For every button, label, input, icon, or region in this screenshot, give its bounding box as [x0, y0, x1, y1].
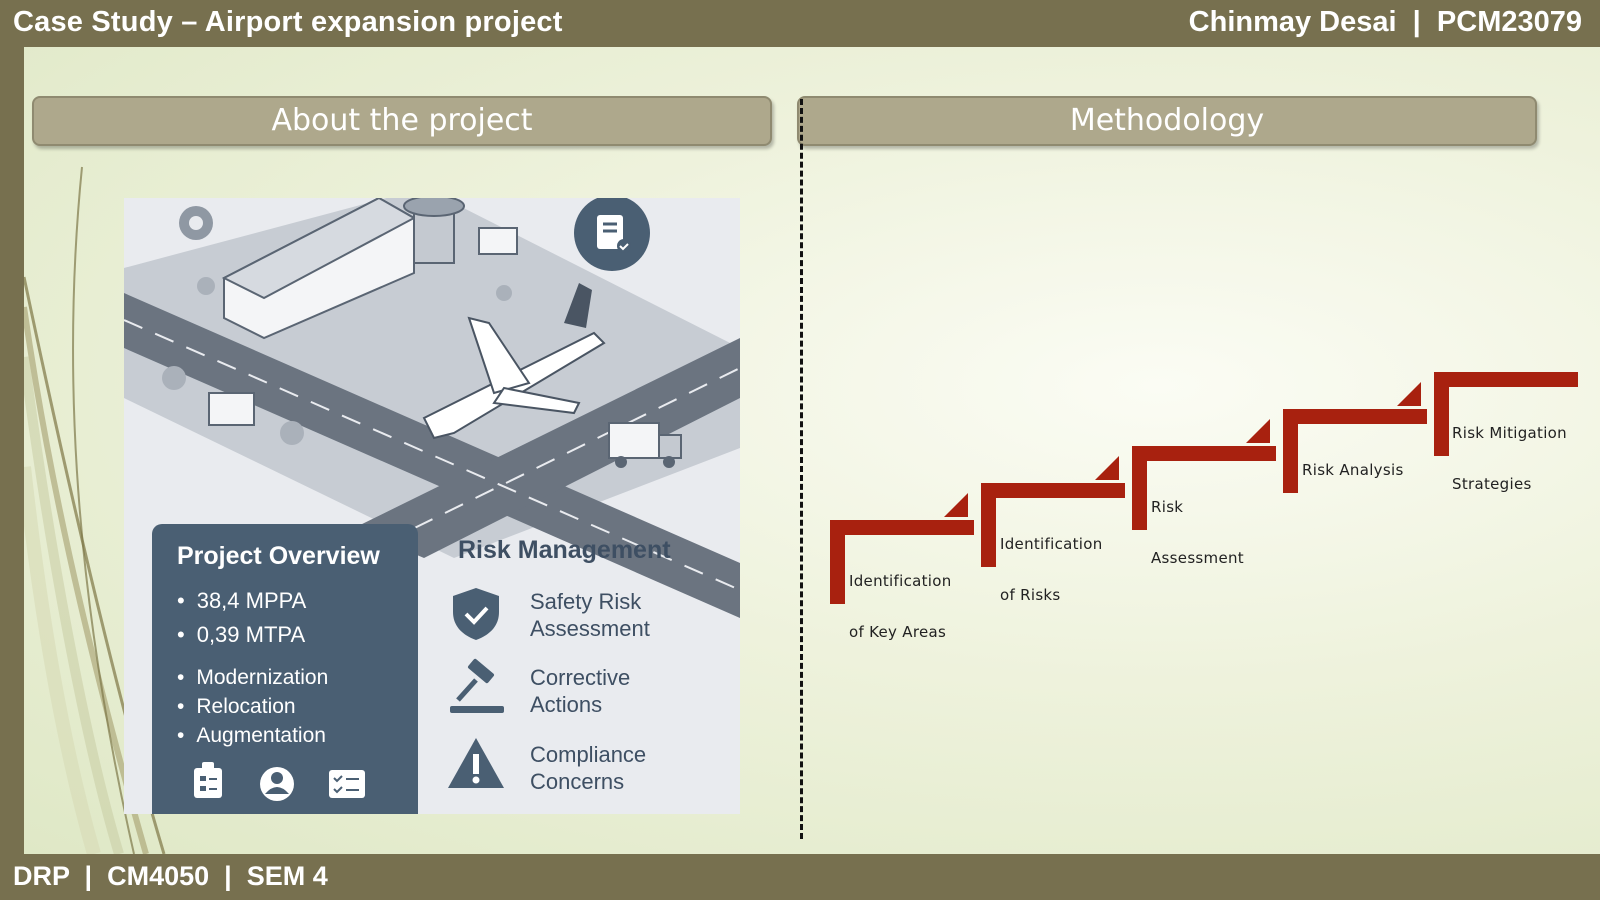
overview-heading: Project Overview	[177, 542, 380, 570]
about-section-header: About the project	[32, 96, 772, 146]
author-info: Chinmay Desai | PCM23079	[1188, 6, 1582, 38]
stair-step-4	[1283, 382, 1427, 493]
methodology-staircase	[830, 372, 1578, 604]
step-label-line: Assessment	[1151, 549, 1244, 567]
risk-item-line: Assessment	[530, 616, 650, 641]
risk-item-line: Concerns	[530, 769, 625, 794]
slide-content: About the project Methodology	[24, 47, 1600, 854]
step-label-2: Identification of Risks	[1000, 502, 1103, 638]
airport-infographic: Project Overview 38,4 MPPA 0,39 MTPA Mod…	[124, 198, 740, 814]
step-label-5: Risk Mitigation Strategies	[1452, 391, 1567, 527]
risk-item-line: Compliance	[530, 742, 647, 767]
step-label-line: Identification	[1000, 535, 1103, 553]
slide-title: Case Study – Airport expansion project	[13, 6, 563, 38]
step-label-1: Identification of Key Areas	[849, 539, 952, 675]
stair-step-3	[1132, 419, 1276, 530]
step-label-line: Risk Analysis	[1302, 461, 1404, 479]
section-divider	[800, 99, 803, 839]
overview-item: Modernization	[177, 666, 328, 695]
step-label-line: Risk Mitigation	[1452, 424, 1567, 442]
risk-item-line: Corrective	[530, 665, 631, 690]
risk-item-line: Safety Risk	[530, 589, 642, 614]
project-overview-panel: Project Overview 38,4 MPPA 0,39 MTPA Mod…	[152, 524, 418, 814]
warning-icon	[448, 738, 504, 788]
bottom-bar: DRP | CM4050 | SEM 4	[0, 854, 1600, 900]
footer-text: DRP | CM4050 | SEM 4	[13, 861, 328, 891]
user-icon	[260, 767, 294, 801]
clipboard-icon	[194, 762, 222, 798]
stair-step-5	[1434, 372, 1578, 456]
step-label-line: Strategies	[1452, 475, 1532, 493]
top-bar: Case Study – Airport expansion project C…	[0, 0, 1600, 47]
overview-stats: 38,4 MPPA 0,39 MTPA	[177, 588, 307, 656]
risk-item-line: Actions	[530, 692, 603, 717]
airport-illustration	[124, 198, 740, 618]
risk-item-safety: Safety Risk Assessment	[530, 588, 650, 642]
overview-stat: 0,39 MTPA	[177, 622, 306, 656]
risk-management-heading: Risk Management	[458, 536, 671, 564]
stair-step-1	[830, 493, 974, 604]
checklist-icon	[329, 770, 365, 798]
overview-item: Augmentation	[177, 724, 328, 753]
methodology-section-header: Methodology	[797, 96, 1537, 146]
step-label-3: Risk Assessment	[1151, 465, 1244, 601]
step-label-line: of Key Areas	[849, 623, 947, 641]
risk-item-corrective: Corrective Actions	[530, 664, 630, 718]
overview-item: Relocation	[177, 695, 328, 724]
overview-items: Modernization Relocation Augmentation	[177, 666, 328, 753]
overview-icons	[194, 762, 365, 801]
step-label-line: of Risks	[1000, 586, 1061, 604]
overview-stat: 38,4 MPPA	[177, 588, 307, 622]
gavel-icon	[450, 658, 504, 713]
shield-check-icon	[453, 588, 499, 640]
step-label-line: Risk	[1151, 498, 1184, 516]
step-label-4: Risk Analysis	[1302, 428, 1404, 547]
risk-icons	[448, 588, 504, 788]
step-label-line: Identification	[849, 572, 952, 590]
stair-step-2	[981, 456, 1125, 567]
risk-item-compliance: Compliance Concerns	[530, 741, 646, 795]
